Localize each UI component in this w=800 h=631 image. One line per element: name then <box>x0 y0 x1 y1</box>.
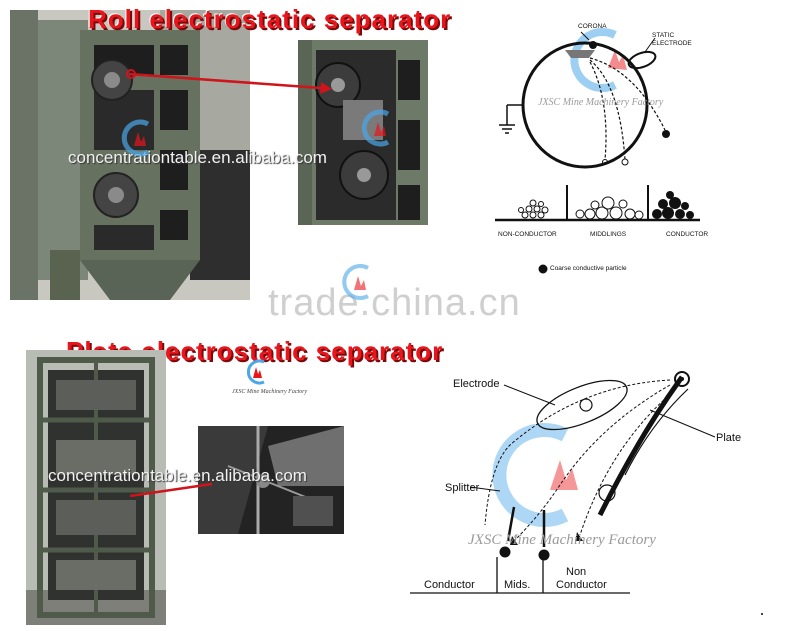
logo-watermark-icon <box>342 264 369 300</box>
plate-machine-photo-1-art <box>26 350 166 625</box>
roll-separation-diagram <box>495 28 700 274</box>
plate-separation-diagram <box>410 371 716 594</box>
roll-static-electrode-label-2: ELECTRODE <box>652 40 692 47</box>
plate-conductor-label: Conductor <box>424 579 475 591</box>
plate-machine-photo-2 <box>198 426 344 534</box>
logo-watermark-icon <box>121 119 150 157</box>
roll-static-electrode-label-1: STATIC <box>652 32 675 39</box>
roll-legend-label: Coarse conductive particle <box>550 265 627 272</box>
pointer-arrow-plate <box>129 482 213 498</box>
factory-watermark-top: JXSC Mine Machinery Factory <box>538 97 664 108</box>
plate-non-conductor-label-2: Conductor <box>556 579 607 591</box>
factory-logo-icon <box>246 359 265 385</box>
factory-watermark-bottom: JXSC Mine Machinery Factory <box>468 532 656 548</box>
plate-plate-label: Plate <box>716 432 742 444</box>
plate-non-conductor-label-1: Non <box>566 566 587 578</box>
plate-machine-photo-2-art <box>198 426 344 534</box>
roll-conductor-label: CONDUCTOR <box>666 231 709 238</box>
corner-dot <box>761 613 763 615</box>
trade-watermark: trade.china.cn <box>268 282 521 324</box>
plate-machine-photo-1 <box>26 350 166 625</box>
pointer-arrow-roll <box>126 69 332 94</box>
site-watermark-bottom: concentrationtable.en.alibaba.com <box>48 466 307 485</box>
plate-splitter-label: Splitter <box>445 482 480 494</box>
plate-mids-label: Mids. <box>504 579 531 591</box>
roll-non-conductor-label: NON-CONDUCTOR <box>498 231 557 238</box>
roll-middlings-label: MIDDLINGS <box>590 231 627 238</box>
factory-logo-label: JXSC Mine Machinery Factory <box>232 389 308 395</box>
plate-electrode-label: Electrode <box>453 378 500 390</box>
roll-title: Roll electrostatic separator <box>88 4 452 34</box>
site-watermark-top: concentrationtable.en.alibaba.com <box>68 148 327 167</box>
roll-corona-label: CORONA <box>578 23 607 30</box>
logo-watermark-icon <box>361 109 390 147</box>
